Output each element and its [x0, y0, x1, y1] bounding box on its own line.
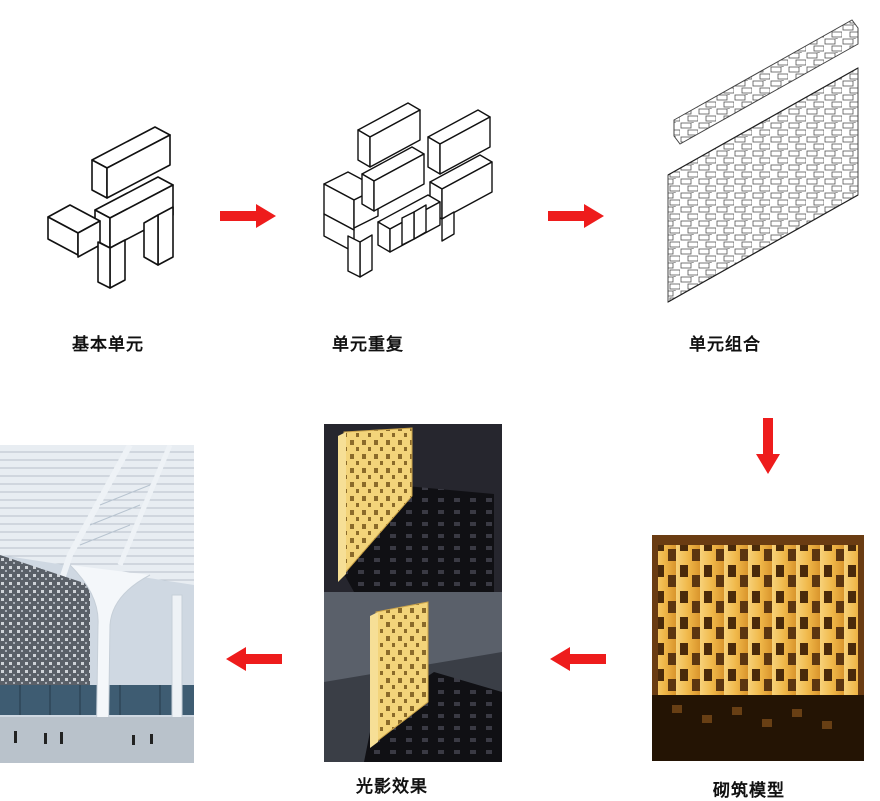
basic-unit-drawing — [47, 126, 174, 289]
arrow-left-icon — [550, 647, 606, 671]
light-shadow-photo-bottom — [324, 592, 502, 762]
arrow-down-icon — [756, 418, 780, 474]
building-rendering — [0, 445, 194, 763]
unit-repeat-drawing — [323, 102, 493, 278]
label-masonry-model: 砌筑模型 — [713, 781, 785, 801]
light-shadow-photo-top — [324, 424, 502, 592]
label-unit-combination: 单元组合 — [689, 335, 761, 355]
masonry-model-photo — [652, 535, 864, 761]
arrow-right-icon — [548, 204, 604, 228]
label-light-shadow: 光影效果 — [356, 777, 428, 797]
arrow-right-icon — [220, 204, 276, 228]
label-basic-unit: 基本单元 — [72, 335, 144, 355]
unit-combination-drawing — [667, 19, 859, 303]
label-unit-repeat: 单元重复 — [332, 335, 404, 355]
arrow-left-icon — [226, 647, 282, 671]
